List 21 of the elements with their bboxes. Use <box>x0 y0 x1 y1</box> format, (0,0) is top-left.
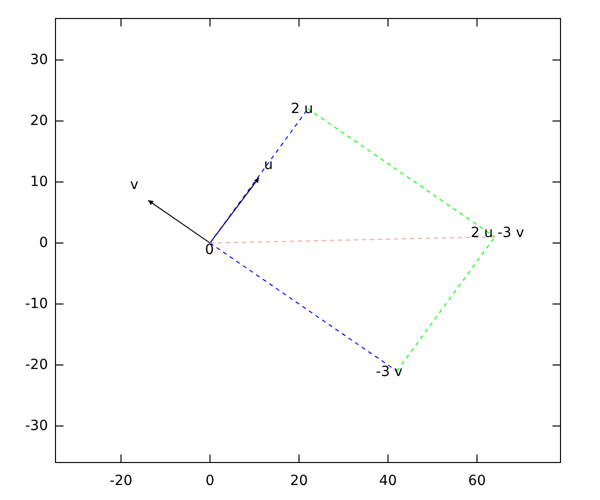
axis-tick-label: -30 <box>25 418 48 434</box>
axis-tick-label: 0 <box>204 473 216 489</box>
connector-line <box>210 236 496 244</box>
axis-tick-label: 60 <box>467 473 487 489</box>
axis-tick-label: -20 <box>108 473 134 489</box>
connector-line <box>396 236 496 372</box>
axis-tick-label: -20 <box>25 357 48 373</box>
axis-tick-label: 20 <box>289 473 309 489</box>
axis-tick-label: 30 <box>30 52 48 68</box>
axis-tick-label: 10 <box>30 174 48 190</box>
point-label: 0 <box>205 242 214 258</box>
connector-line <box>307 108 496 238</box>
point-label: u <box>264 156 273 173</box>
axis-tick-label: 40 <box>378 473 398 489</box>
point-label: 2 u -3 v <box>470 224 524 241</box>
axis-tick-label: 20 <box>30 113 48 129</box>
point-label: v <box>130 177 138 194</box>
vector-arrow <box>148 200 210 244</box>
axis-tick-label: 0 <box>39 235 48 251</box>
axis-tick-label: -10 <box>25 296 48 312</box>
connector-line <box>210 242 398 372</box>
